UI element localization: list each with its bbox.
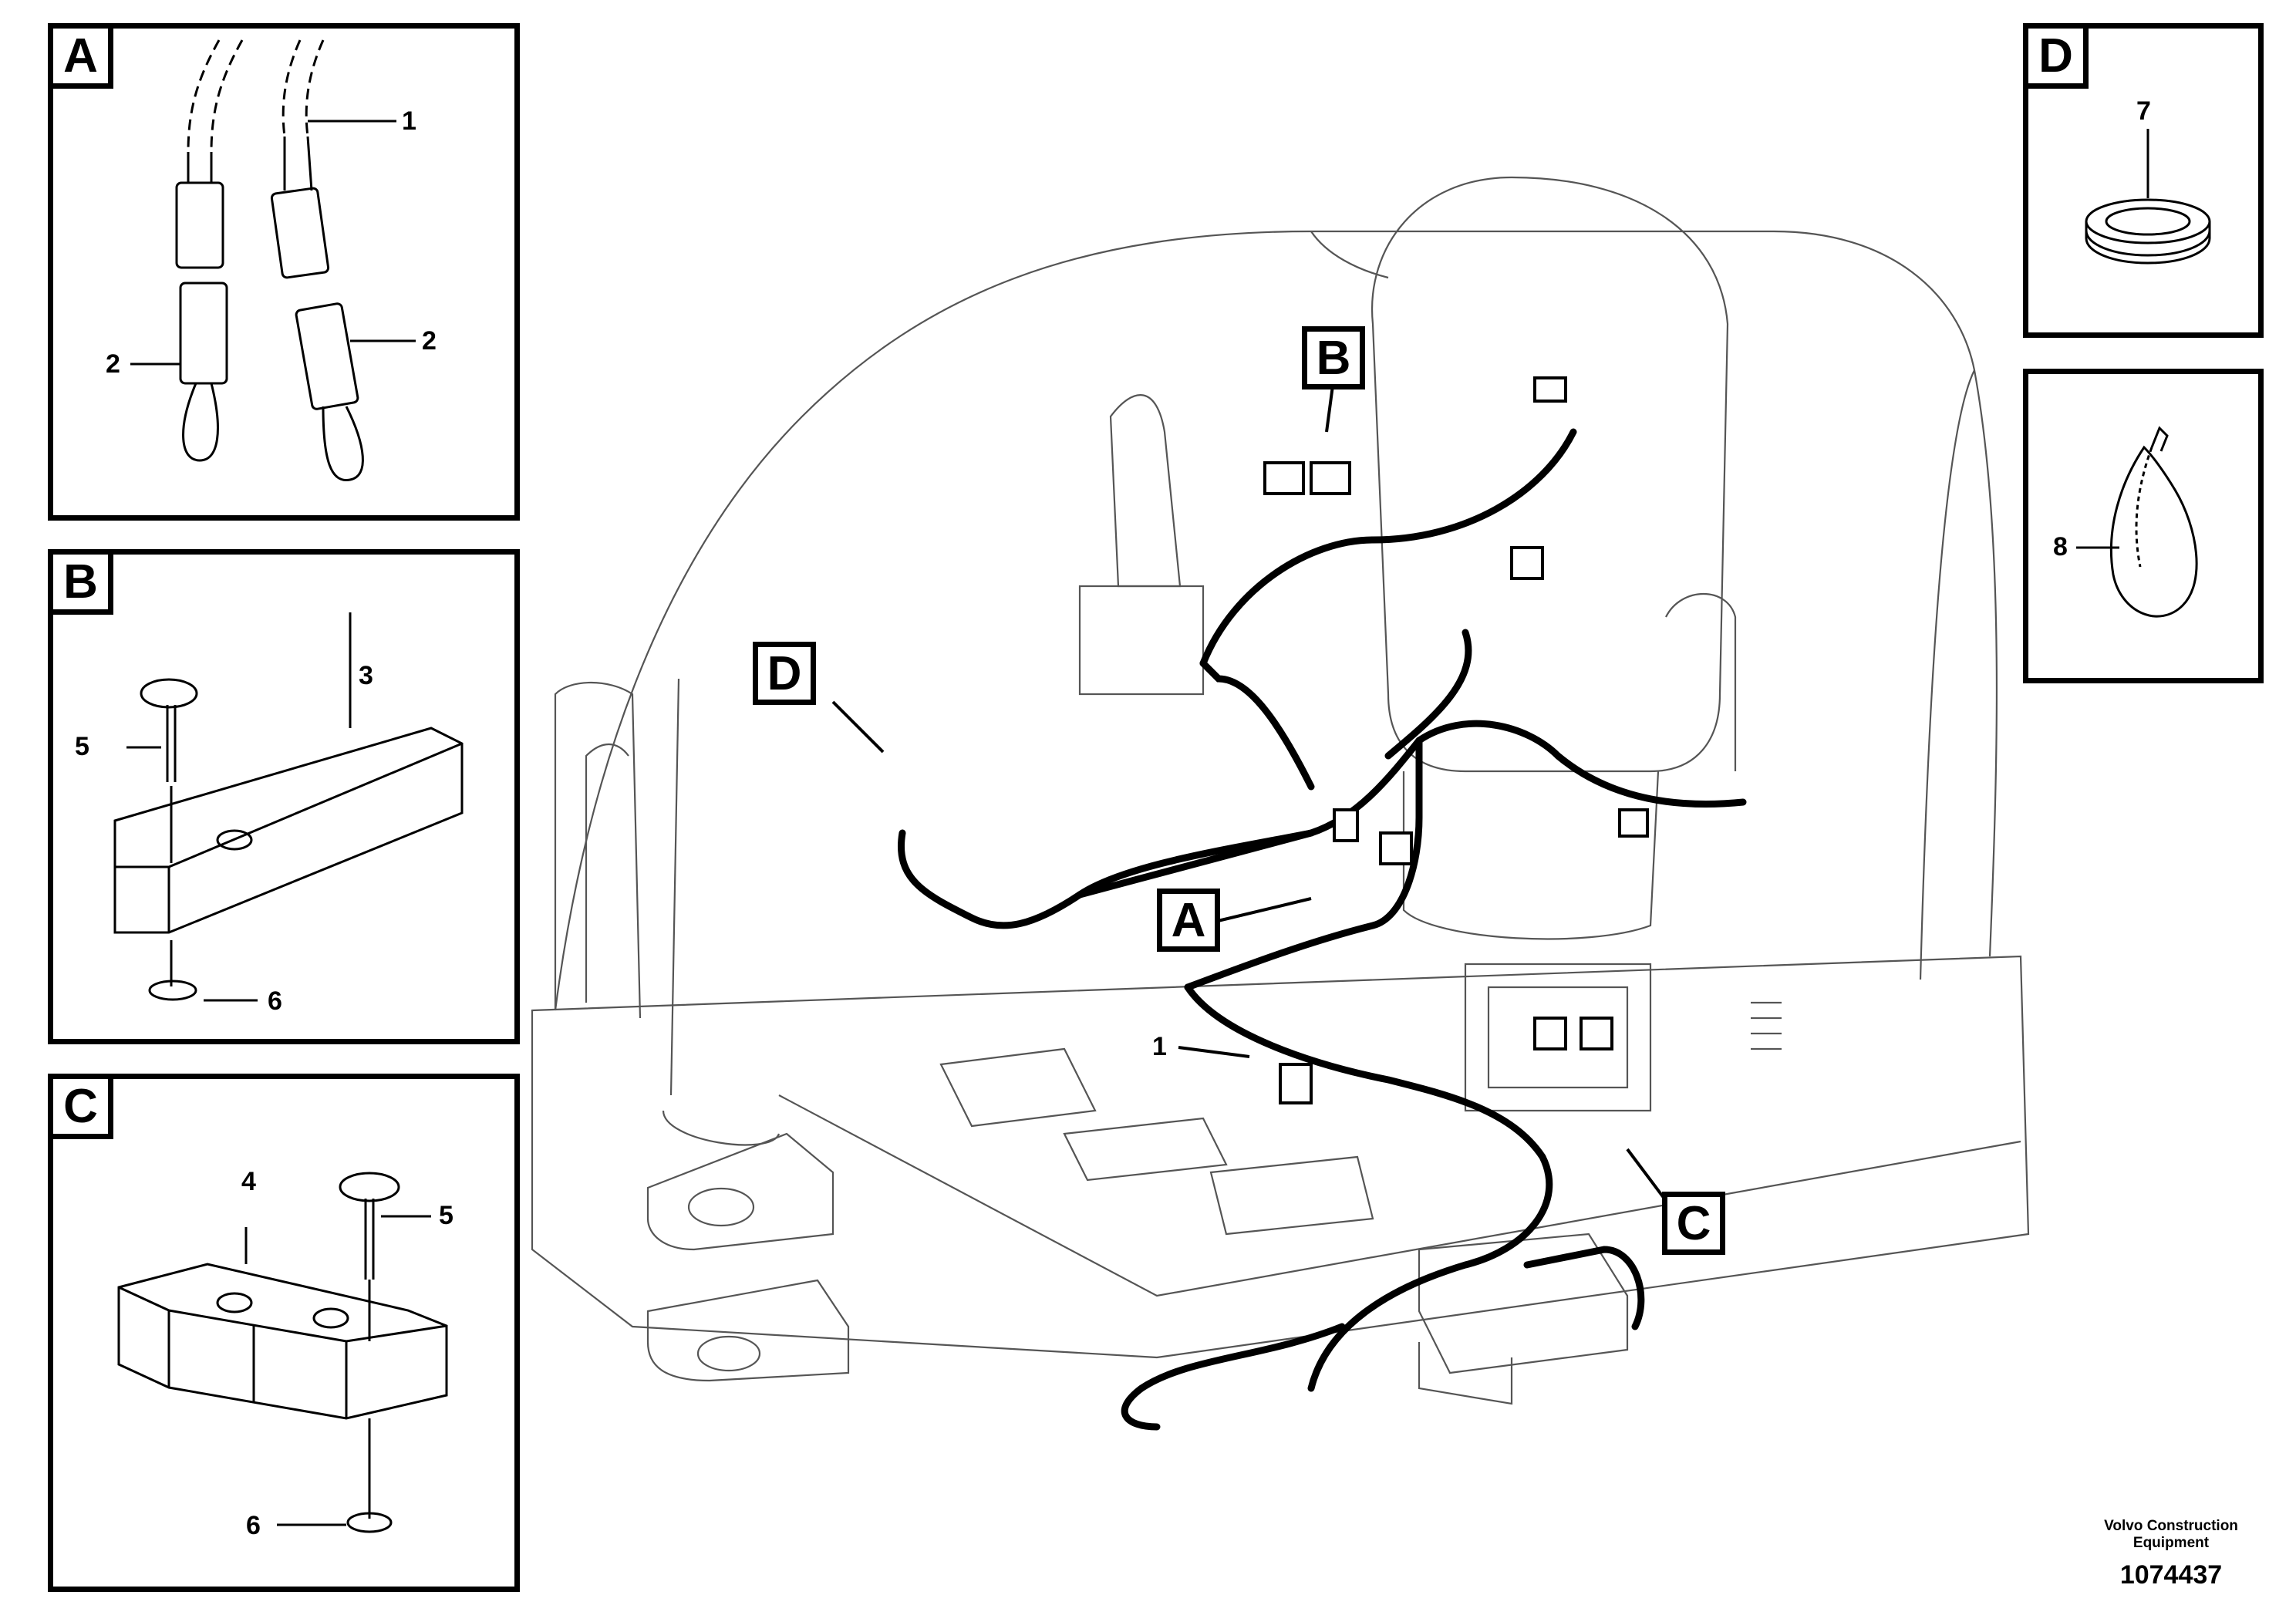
main-leader-lines [831, 373, 1675, 1212]
item-label-7: 7 [2136, 96, 2151, 126]
item-label-2-right: 2 [422, 326, 437, 356]
cable-tie-illustration [2076, 426, 2198, 618]
panel-label-A: A [53, 29, 113, 89]
item-label-3: 3 [359, 661, 373, 690]
item-label-8: 8 [2053, 532, 2068, 561]
grommet-illustration [2085, 129, 2211, 265]
connector-detail-illustration [130, 39, 416, 482]
item-label-6: 6 [246, 1511, 261, 1540]
harness-connectors [1263, 376, 1649, 1104]
callout-C: C [1662, 1192, 1725, 1255]
machine-body-outline [531, 176, 2030, 1405]
item-label-4: 4 [241, 1167, 256, 1196]
brand-line-1: Volvo Construction [2104, 1518, 2238, 1534]
detail-panel-B: B 3 5 6 [48, 549, 520, 1044]
panel-label-B: B [53, 555, 113, 615]
block-detail-illustration [117, 1172, 448, 1533]
detail-panel-A: A 1 2 2 [48, 23, 520, 521]
panel-label-D: D [2028, 29, 2089, 89]
callout-B: B [1302, 326, 1365, 389]
brand-line-2: Equipment [2132, 1535, 2210, 1551]
detail-panel-cable-tie: 8 [2023, 369, 2264, 683]
document-number: 1074437 [2119, 1560, 2223, 1590]
wiring-harness [898, 428, 1747, 1431]
item-label-1: 1 [402, 106, 416, 136]
item-label-6: 6 [268, 986, 282, 1016]
publisher-footer: Volvo Construction Equipment 1074437 [2090, 1518, 2252, 1590]
callout-D: D [753, 642, 816, 705]
item-label-5: 5 [439, 1201, 453, 1230]
detail-panel-D: D 7 [2023, 23, 2264, 338]
detail-panel-C: C 4 5 6 [48, 1074, 520, 1592]
panel-label-C: C [53, 1079, 113, 1139]
item-label-2-left: 2 [106, 349, 120, 379]
callout-A: A [1157, 889, 1220, 952]
main-item-label-1: 1 [1152, 1032, 1167, 1061]
block-detail-illustration [113, 612, 464, 1002]
item-label-5: 5 [75, 732, 89, 761]
